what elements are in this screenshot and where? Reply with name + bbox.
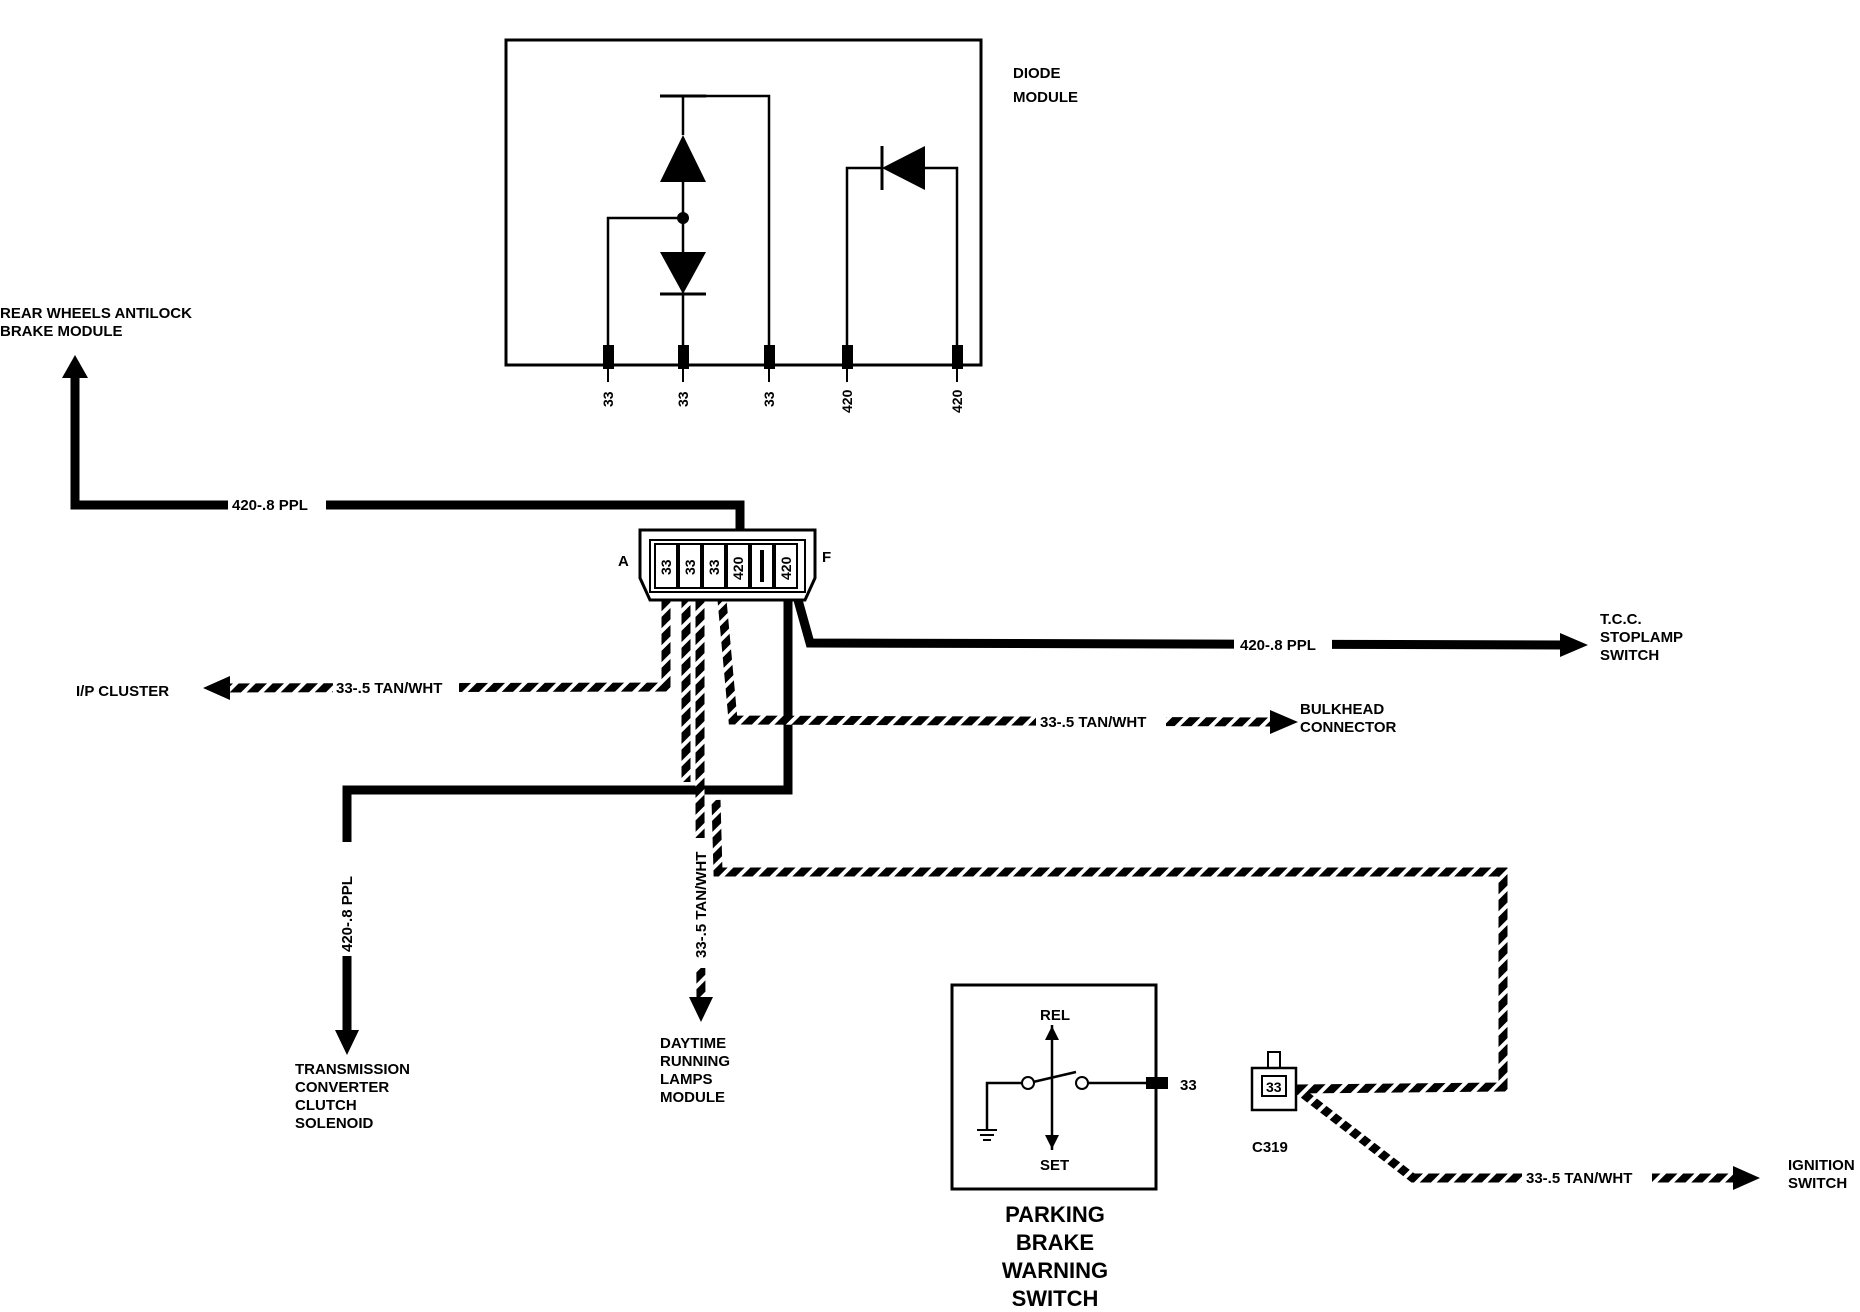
bulkhead-label: CONNECTOR [1300, 719, 1397, 736]
wire-label-rear-abs: 420-.8 PPL [232, 497, 308, 514]
parking-brake-switch: 33 REL SET PARKING BRAKE WARNING SWITCH [950, 983, 1197, 1311]
wire-label-transmission: 420-.8 PPL [339, 876, 356, 952]
switch-set-label: SET [1040, 1157, 1069, 1174]
daytime-label: MODULE [660, 1089, 725, 1106]
parking-switch-title: PARKING [1005, 1202, 1105, 1227]
wire-label-ignition: 33-.5 TAN/WHT [1526, 1170, 1632, 1187]
ip-cluster-label: I/P CLUSTER [76, 683, 169, 700]
wire-label-bulkhead: 33-.5 TAN/WHT [1040, 714, 1146, 731]
diode-symbol-right [882, 146, 925, 190]
arrow-ip-cluster [203, 676, 230, 700]
parking-switch-title: WARNING [1002, 1258, 1108, 1283]
main-connector: 33 33 33 420 420 A F [618, 528, 831, 602]
tcc-label: T.C.C. [1600, 611, 1642, 628]
connector-cavity-label: 33 [658, 559, 674, 575]
diode-module: 33 33 33 420 420 DIODE MODULE [504, 38, 1078, 413]
arrow-bulkhead [1270, 710, 1298, 734]
arrow-tcc [1560, 633, 1588, 657]
diode-module-title: DIODE [1013, 65, 1061, 82]
connector-pin-f-label: F [822, 549, 831, 566]
diode-module-title: MODULE [1013, 89, 1078, 106]
ignition-label: IGNITION [1788, 1157, 1855, 1174]
wire-to-transmission [342, 600, 793, 1035]
c319-connector: 33 C319 [1250, 1051, 1298, 1156]
rear-abs-label: REAR WHEELS ANTILOCK [0, 305, 192, 322]
diode-symbol-upper [660, 135, 706, 182]
diode-pin-label: 420 [839, 389, 855, 413]
switch-rel-label: REL [1040, 1007, 1070, 1024]
connector-cavity-label: 420 [778, 556, 794, 580]
wire-to-rear-abs [70, 375, 745, 540]
wire-to-c319 [711, 799, 1508, 1094]
connector-cavity-label: 33 [682, 559, 698, 575]
diode-pin-label: 33 [675, 391, 691, 407]
connector-pin-a-label: A [618, 553, 629, 570]
wire-label-daytime: 33-.5 TAN/WHT [693, 852, 710, 958]
diode-module-box [504, 38, 983, 367]
wire-to-tcc [793, 598, 1566, 650]
tcc-label: SWITCH [1600, 647, 1659, 664]
arrow-daytime [689, 997, 713, 1022]
transmission-label: SOLENOID [295, 1115, 374, 1132]
diode-pin-label: 33 [761, 391, 777, 407]
parking-switch-terminal-label: 33 [1180, 1077, 1197, 1094]
arrow-rear-abs [62, 355, 88, 378]
daytime-label: RUNNING [660, 1053, 730, 1070]
diode-symbol-lower [660, 252, 706, 294]
c319-label: C319 [1252, 1139, 1288, 1156]
daytime-label: DAYTIME [660, 1035, 726, 1052]
diode-pin-label: 33 [600, 391, 616, 407]
transmission-label: TRANSMISSION [295, 1061, 410, 1078]
c319-pin-label: 33 [1266, 1079, 1282, 1095]
rear-abs-label: BRAKE MODULE [0, 323, 123, 340]
wire-label-ip-cluster: 33-.5 TAN/WHT [336, 680, 442, 697]
parking-switch-title: BRAKE [1016, 1230, 1094, 1255]
daytime-label: LAMPS [660, 1071, 713, 1088]
wire-to-ip-cluster [224, 600, 671, 693]
parking-switch-title: SWITCH [1012, 1286, 1099, 1311]
wire-to-ignition [1294, 1085, 1738, 1183]
ignition-label: SWITCH [1788, 1175, 1847, 1192]
connector-cavity-label: 33 [706, 559, 722, 575]
transmission-label: CONVERTER [295, 1079, 389, 1096]
wire-label-tcc: 420-.8 PPL [1240, 637, 1316, 654]
arrow-ignition [1733, 1166, 1760, 1190]
connector-cavity-label: 420 [730, 556, 746, 580]
transmission-label: CLUTCH [295, 1097, 357, 1114]
bulkhead-label: BULKHEAD [1300, 701, 1384, 718]
arrow-transmission [335, 1030, 359, 1055]
diode-pin-label: 420 [949, 389, 965, 413]
tcc-label: STOPLAMP [1600, 629, 1683, 646]
